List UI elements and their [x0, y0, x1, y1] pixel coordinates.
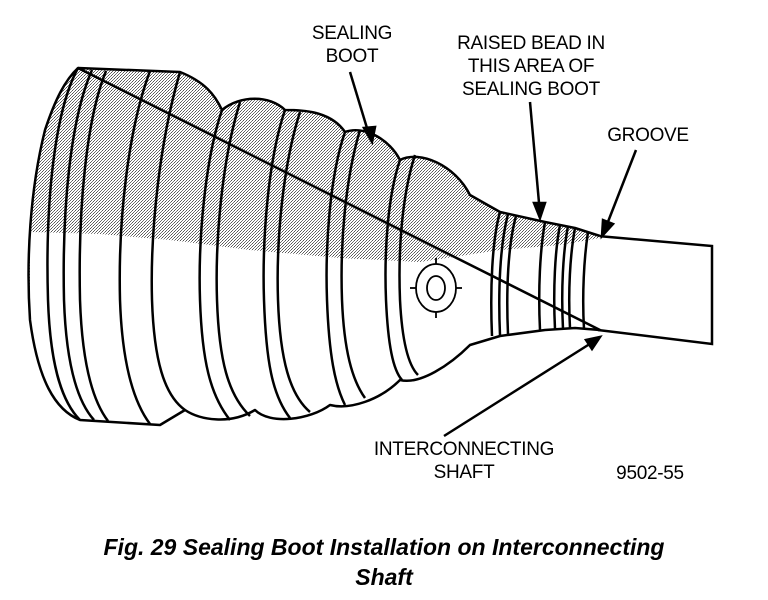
interconnecting-shaft-body	[597, 234, 714, 346]
boot-diagram	[27, 66, 714, 438]
label-sealing-boot-line2: BOOT	[325, 46, 379, 67]
label-sealing-boot-line1: SEALING	[311, 23, 393, 44]
label-raised-bead-line2: THIS AREA OF	[467, 56, 595, 77]
boot-outline	[27, 66, 602, 427]
label-sealing-boot: SEALING BOOT	[292, 22, 412, 68]
vent-mark	[410, 258, 462, 318]
caption-line2: Shaft	[355, 564, 413, 590]
boot-highlight	[30, 232, 600, 425]
figure-caption: Fig. 29 Sealing Boot Installation on Int…	[0, 532, 768, 592]
label-interconnecting-shaft: INTERCONNECTING SHAFT	[358, 438, 570, 484]
label-groove: GROOVE	[607, 125, 689, 146]
label-interconnecting-shaft-line1: INTERCONNECTING	[373, 439, 555, 460]
caption-line1: Fig. 29 Sealing Boot Installation on Int…	[103, 534, 665, 560]
leader-lines	[348, 71, 638, 438]
figure-code: 9502-55	[616, 463, 684, 484]
label-raised-bead-line1: RAISED BEAD IN	[457, 33, 605, 54]
label-interconnecting-shaft-line2: SHAFT	[433, 462, 495, 483]
label-raised-bead-line3: SEALING BOOT	[462, 79, 600, 100]
label-raised-bead: RAISED BEAD IN THIS AREA OF SEALING BOOT	[438, 32, 624, 101]
